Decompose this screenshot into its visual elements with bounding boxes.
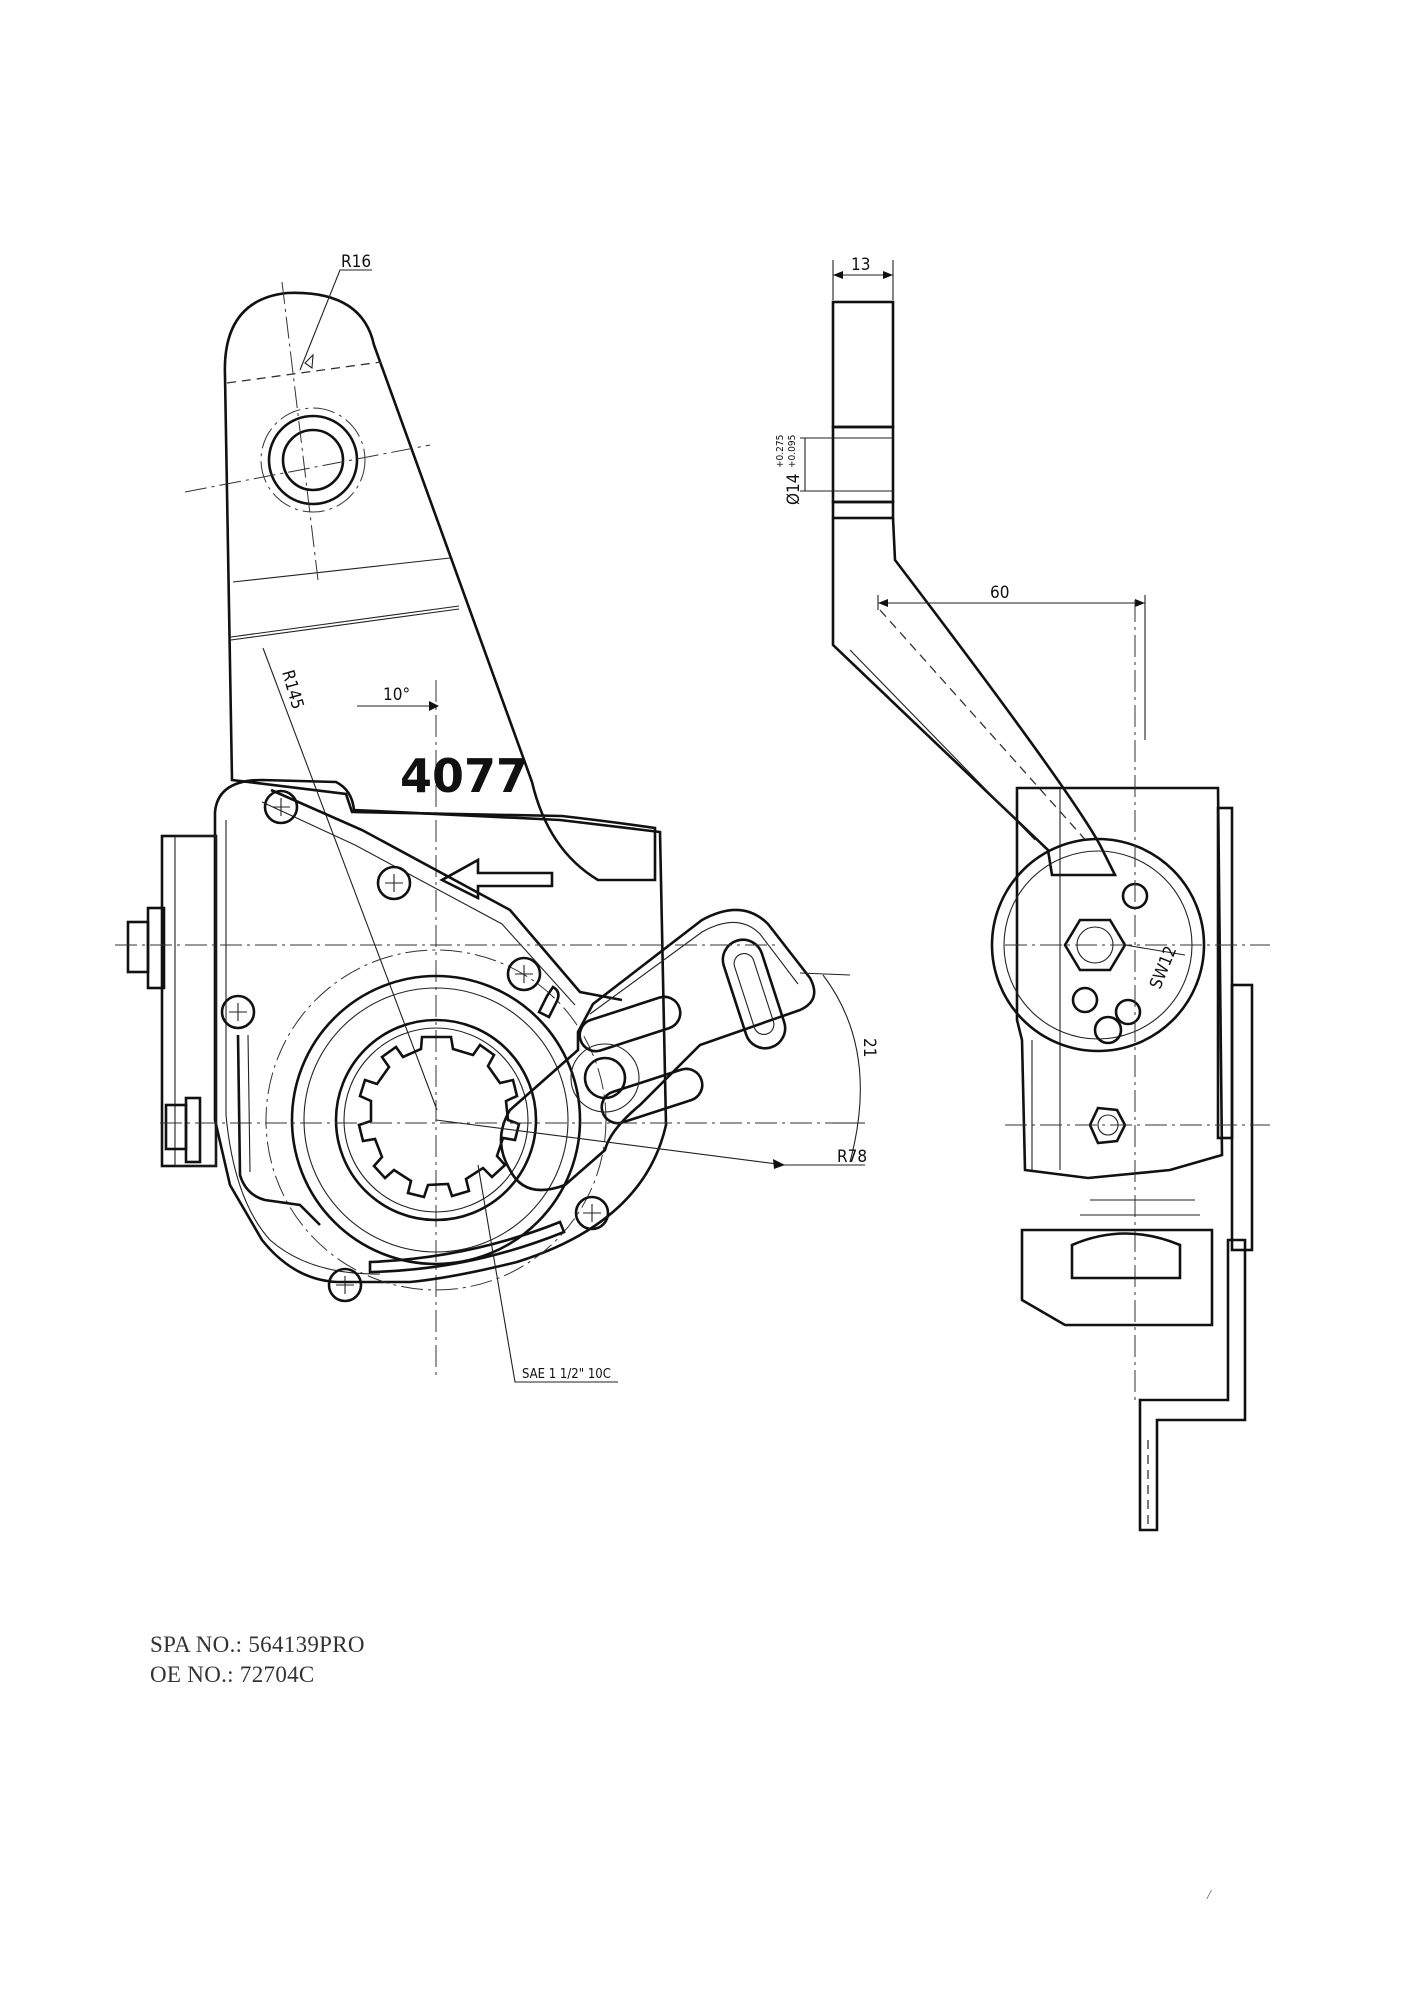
arm-hole-inner (281, 428, 345, 492)
worm-wheel-outer (290, 974, 582, 1266)
dim-13: 13 (851, 255, 870, 275)
dim-r16: R16 (341, 252, 371, 272)
side-housing (1015, 786, 1224, 1180)
screw-4 (220, 994, 256, 1030)
dim-tol-lower: +0.095 (787, 435, 798, 468)
dim-hole-dia: Ø14 (784, 474, 804, 506)
dim-21: 21 (859, 1038, 879, 1057)
screw-1 (263, 789, 299, 825)
side-view (800, 260, 1270, 1532)
hex-nut-sw12 (1063, 918, 1127, 972)
screw-6 (327, 1267, 363, 1303)
page-mark: / (1207, 1888, 1211, 1903)
side-arm-boss (831, 300, 895, 429)
screw-3 (506, 956, 542, 992)
front-view (115, 269, 865, 1383)
oe-number: OE NO.: 72704C (150, 1662, 315, 1687)
dim-angle: 10° (383, 685, 410, 705)
arm-hole-outer (267, 414, 359, 506)
dim-r145: R145 (277, 668, 307, 712)
left-flange (160, 834, 218, 1168)
dim-sw12: SW12 (1146, 943, 1181, 992)
adjuster-arm (223, 291, 657, 882)
screw-5 (574, 1195, 610, 1231)
spa-number: SPA NO.: 564139PRO (150, 1632, 365, 1657)
side-section (1020, 1228, 1214, 1327)
direction-arrow (439, 857, 554, 901)
dim-60: 60 (990, 583, 1009, 603)
dim-spline: SAE 1 1/2" 10C (522, 1367, 611, 1382)
spline-bore (357, 1035, 521, 1199)
adjuster-body (213, 778, 668, 1284)
worm-boss (990, 837, 1206, 1053)
clevis-lever (499, 908, 816, 1192)
side-arm (831, 517, 1118, 877)
screw-2 (376, 865, 412, 901)
part-number: 4077 (400, 749, 528, 803)
side-bracket (1138, 1238, 1247, 1532)
dim-r78: R78 (837, 1147, 867, 1167)
dim-tol-upper: +0.275 (775, 435, 786, 468)
